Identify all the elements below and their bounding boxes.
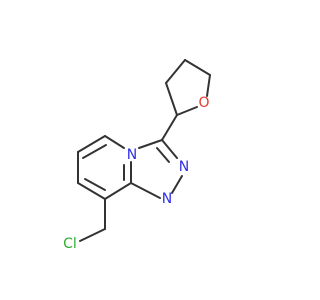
bond-thf-c2-c3	[165, 82, 178, 116]
nitrogen-atom-label: N	[179, 159, 189, 175]
bond-n2-n1	[171, 175, 183, 194]
bond-n4-c3	[138, 139, 163, 149]
bond-ch2-cl	[79, 228, 106, 242]
bond-c8-c8a	[104, 182, 132, 200]
bond-c5-c6-double	[82, 144, 107, 159]
nitrogen-atom-label: N	[162, 191, 172, 207]
bond-thf-c5-o	[206, 74, 211, 97]
bond-thf-c3-c4	[165, 59, 186, 84]
oxygen-atom-label: O	[198, 95, 209, 111]
bond-c3-n2-double	[156, 147, 170, 163]
bond-c7-c8-double	[84, 178, 106, 191]
bond-c3-thf	[161, 114, 178, 141]
bond-n4-c5	[104, 135, 125, 149]
bond-c5-c6	[77, 135, 106, 153]
bond-n1-c8a	[130, 182, 161, 199]
bond-thf-o-c2	[176, 106, 198, 116]
bond-c3-n2	[161, 139, 178, 159]
nitrogen-atom-label: N	[127, 147, 137, 163]
bond-thf-c4-c5	[184, 59, 211, 76]
bond-c7-c8	[77, 182, 106, 200]
chemical-structure-diagram: N N N O Cl	[63, 59, 211, 252]
chlorine-atom-label: Cl	[63, 236, 77, 252]
